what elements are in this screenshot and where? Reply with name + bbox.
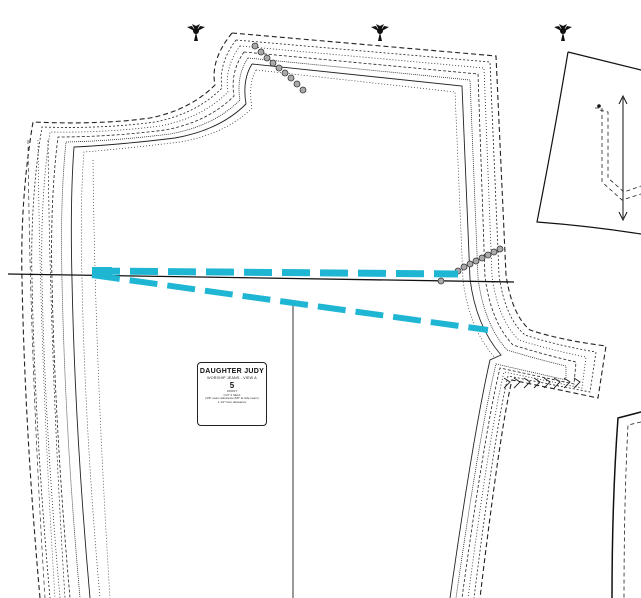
pocket-dot — [597, 104, 601, 108]
adjustment-lines — [91, 267, 489, 333]
adjustment-line-start — [92, 267, 112, 276]
flower-icon — [554, 24, 572, 41]
piece-name: FRONT — [226, 389, 238, 393]
adjustment-line-horizontal — [91, 267, 459, 278]
notch-circles-top — [251, 42, 307, 94]
flower-icon — [187, 24, 205, 41]
seam-note: (3/8" seam allowance,5/8" at side seam) — [205, 396, 259, 401]
left-leg-lines — [27, 139, 111, 598]
piece-number: 5 — [229, 381, 235, 390]
lower-right-piece — [611, 411, 641, 598]
cut-instruction: CUT 2 SELF — [223, 392, 241, 397]
brand-name: DAUGHTER JUDY — [199, 368, 265, 375]
pattern-piece-label: DAUGHTER JUDY WORSHIP JEANS - VIEW A 5 F… — [197, 362, 267, 426]
pocket-piece — [536, 51, 641, 235]
hem-note: 1 1/2" hem allowance — [217, 399, 247, 404]
side-notches — [503, 377, 581, 389]
product-name: WORSHIP JEANS - VIEW A — [207, 376, 257, 380]
front-piece-outline — [21, 32, 607, 598]
notch-circles-crotch — [437, 245, 504, 285]
flower-icon — [371, 24, 389, 41]
adjustment-line-angled — [91, 272, 489, 333]
